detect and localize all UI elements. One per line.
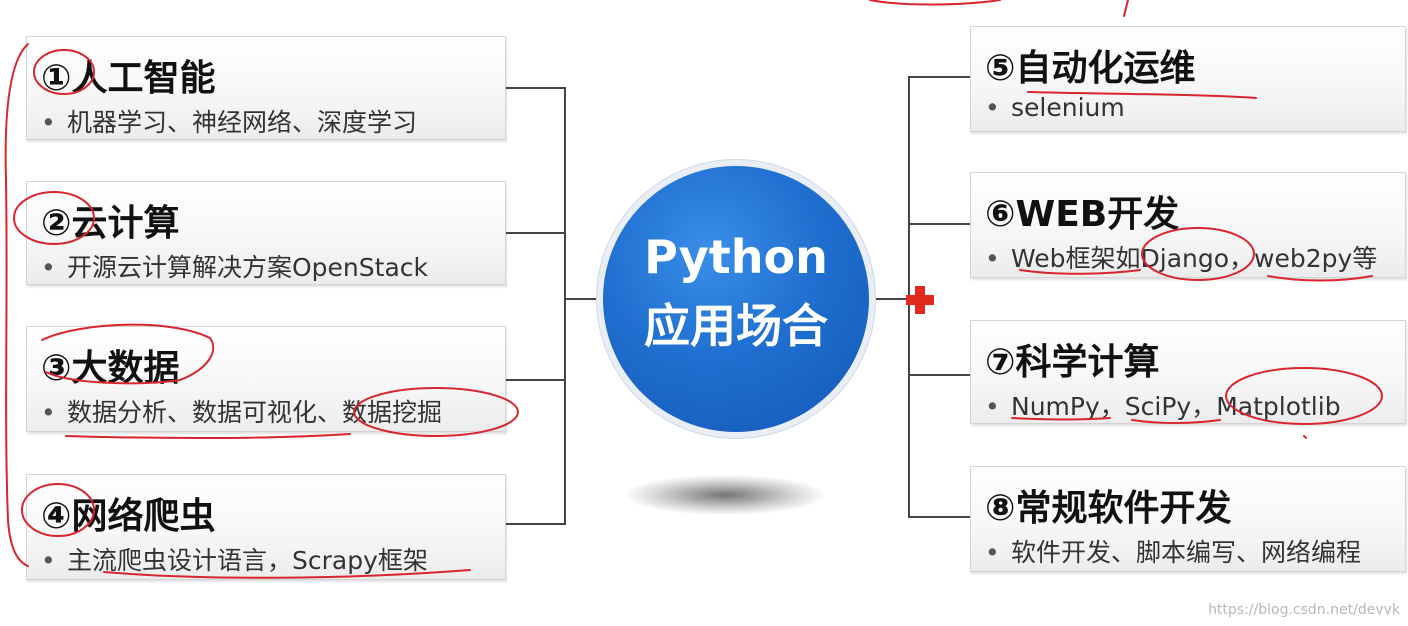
bullet-icon: • <box>985 244 1000 273</box>
circle-shadow <box>625 475 825 515</box>
center-subtitle: 应用场合 <box>644 299 828 353</box>
node-item: • 机器学习、神经网络、深度学习 <box>41 103 417 139</box>
node-item-text: 机器学习、神经网络、深度学习 <box>67 108 418 137</box>
node-science: ⑦科学计算 • NumPy，SciPy，Matplotlib <box>970 320 1406 424</box>
node-web: ⑥WEB开发 • Web框架如Django，web2py等 <box>970 172 1406 278</box>
node-title: ⑧常规软件开发 <box>985 488 1232 529</box>
plus-icon <box>906 286 934 314</box>
center-title: Python <box>644 230 828 284</box>
node-item: • NumPy，SciPy，Matplotlib <box>985 387 1341 423</box>
node-title: ①人工智能 <box>41 58 216 99</box>
node-item-text: 数据分析、数据可视化、数据挖掘 <box>67 398 443 427</box>
bullet-icon: • <box>41 398 56 427</box>
node-ai: ①人工智能 • 机器学习、神经网络、深度学习 <box>26 36 506 140</box>
node-item-text: selenium <box>1011 93 1125 122</box>
node-item: • Web框架如Django，web2py等 <box>985 239 1377 275</box>
node-item-text: 主流爬虫设计语言，Scrapy框架 <box>67 546 428 575</box>
node-title: ④网络爬虫 <box>41 496 216 537</box>
node-title: ⑤自动化运维 <box>985 48 1196 89</box>
bullet-icon: • <box>41 546 56 575</box>
node-item-text: NumPy，SciPy，Matplotlib <box>1011 392 1341 421</box>
node-item-text: 软件开发、脚本编写、网络编程 <box>1011 538 1362 567</box>
node-item: • 主流爬虫设计语言，Scrapy框架 <box>41 541 428 577</box>
bullet-icon: • <box>41 108 56 137</box>
node-devops: ⑤自动化运维 • selenium <box>970 26 1406 132</box>
node-item: • selenium <box>985 93 1125 122</box>
node-title: ⑥WEB开发 <box>985 194 1180 235</box>
node-title: ⑦科学计算 <box>985 342 1160 383</box>
python-center-circle: Python 应用场合 <box>603 166 869 432</box>
node-crawler: ④网络爬虫 • 主流爬虫设计语言，Scrapy框架 <box>26 474 506 580</box>
bullet-icon: • <box>985 392 1000 421</box>
node-item: • 数据分析、数据可视化、数据挖掘 <box>41 393 442 429</box>
node-software: ⑧常规软件开发 • 软件开发、脚本编写、网络编程 <box>970 466 1406 572</box>
node-cloud: ②云计算 • 开源云计算解决方案OpenStack <box>26 181 506 285</box>
node-title: ②云计算 <box>41 203 180 244</box>
node-item-text: 开源云计算解决方案OpenStack <box>67 253 428 282</box>
bullet-icon: • <box>985 93 1000 122</box>
node-item: • 软件开发、脚本编写、网络编程 <box>985 533 1361 569</box>
node-item: • 开源云计算解决方案OpenStack <box>41 248 428 284</box>
node-bigdata: ③大数据 • 数据分析、数据可视化、数据挖掘 <box>26 326 506 432</box>
node-item-text: Web框架如Django，web2py等 <box>1011 244 1378 273</box>
node-title: ③大数据 <box>41 348 180 389</box>
bullet-icon: • <box>41 253 56 282</box>
watermark-text: https://blog.csdn.net/devvk <box>1208 602 1400 618</box>
bullet-icon: • <box>985 538 1000 567</box>
